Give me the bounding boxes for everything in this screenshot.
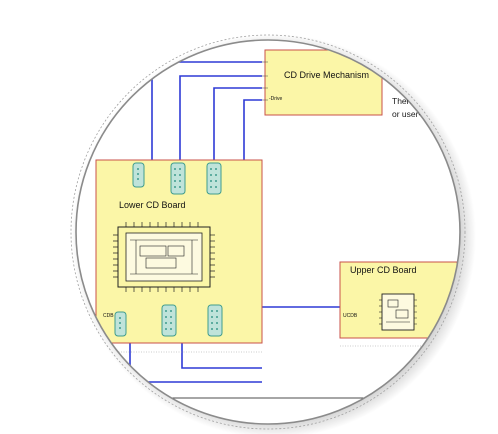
lens-dashed-ring	[70, 34, 466, 430]
wire-lower-out-2	[181, 342, 262, 369]
cd-drive-title: CD Drive Mechanism	[284, 70, 370, 80]
lens-ring	[75, 39, 461, 425]
lower-board-bottom-connectors	[114, 304, 223, 337]
lower-cd-title: Lower CD Board	[119, 200, 186, 210]
upper-cd-title: Upper CD Board	[350, 265, 417, 275]
lower-cd-sublabel: CDB	[103, 313, 114, 319]
lower-board-top-connectors	[132, 162, 222, 195]
cd-drive-sublabel: -Drive	[269, 96, 283, 102]
wire-drive-4	[243, 99, 262, 160]
connector-icon	[114, 311, 127, 337]
wire-drive-3	[213, 87, 262, 160]
connector-icon	[132, 162, 145, 188]
drive-pins	[262, 61, 268, 101]
lower-board-chip-icon	[113, 222, 215, 292]
note-line-5: or user-define	[392, 109, 445, 119]
upper-board-chip-icon	[379, 293, 417, 331]
wire-drive-2	[179, 75, 262, 160]
upper-cd-sublabel: UCDB	[343, 313, 358, 319]
